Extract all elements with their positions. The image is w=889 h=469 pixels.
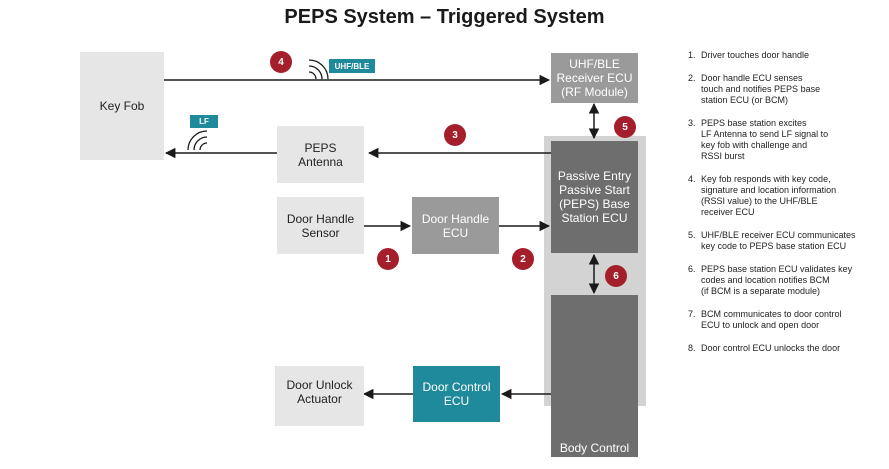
step-badge-2: 2 (512, 248, 534, 270)
step-item: 6.PEPS base station ECU validates key co… (688, 264, 853, 296)
step-badge-5: 5 (614, 116, 636, 138)
uhf-receiver-ecu-box: UHF/BLE Receiver ECU (RF Module) (551, 53, 638, 103)
step-item: 1.Driver touches door handle (688, 50, 810, 60)
steps-list: 1.Driver touches door handle 2.Door hand… (688, 50, 883, 366)
door-handle-sensor-box: Door Handle Sensor (277, 197, 364, 254)
uhf-ble-tag: UHF/BLE (329, 59, 375, 73)
lf-signal-icon (187, 130, 208, 151)
lf-tag: LF (190, 115, 218, 128)
step-item: 5.UHF/BLE receiver ECU communicates key … (688, 230, 856, 251)
key-fob-box: Key Fob (80, 52, 164, 160)
door-unlock-actuator-box: Door Unlock Actuator (275, 366, 364, 426)
step-item: 3.PEPS base station excites LF Antenna t… (688, 118, 829, 161)
peps-base-station-ecu-box: Passive Entry Passive Start (PEPS) Base … (551, 141, 638, 253)
step-badge-6: 6 (605, 265, 627, 287)
door-handle-ecu-box: Door Handle ECU (412, 197, 499, 254)
step-badge-3: 3 (444, 124, 466, 146)
peps-antenna-box: PEPS Antenna (277, 126, 364, 183)
step-badge-4: 4 (270, 51, 292, 73)
connector-arrows (164, 59, 600, 400)
step-badge-1: 1 (377, 248, 399, 270)
uhf-signal-icon (308, 59, 329, 80)
step-item: 4.Key fob responds with key code, signat… (688, 174, 837, 217)
door-control-ecu-box: Door Control ECU (413, 366, 500, 422)
diagram-title: PEPS System – Triggered System (284, 6, 605, 28)
step-item: 7.BCM communicates to door control ECU t… (688, 309, 842, 330)
step-item: 8.Door control ECU unlocks the door (688, 343, 841, 353)
step-item: 2.Door handle ECU senses touch and notif… (688, 73, 821, 105)
body-control-module-box: Body Control Module (ECU) (551, 295, 638, 469)
